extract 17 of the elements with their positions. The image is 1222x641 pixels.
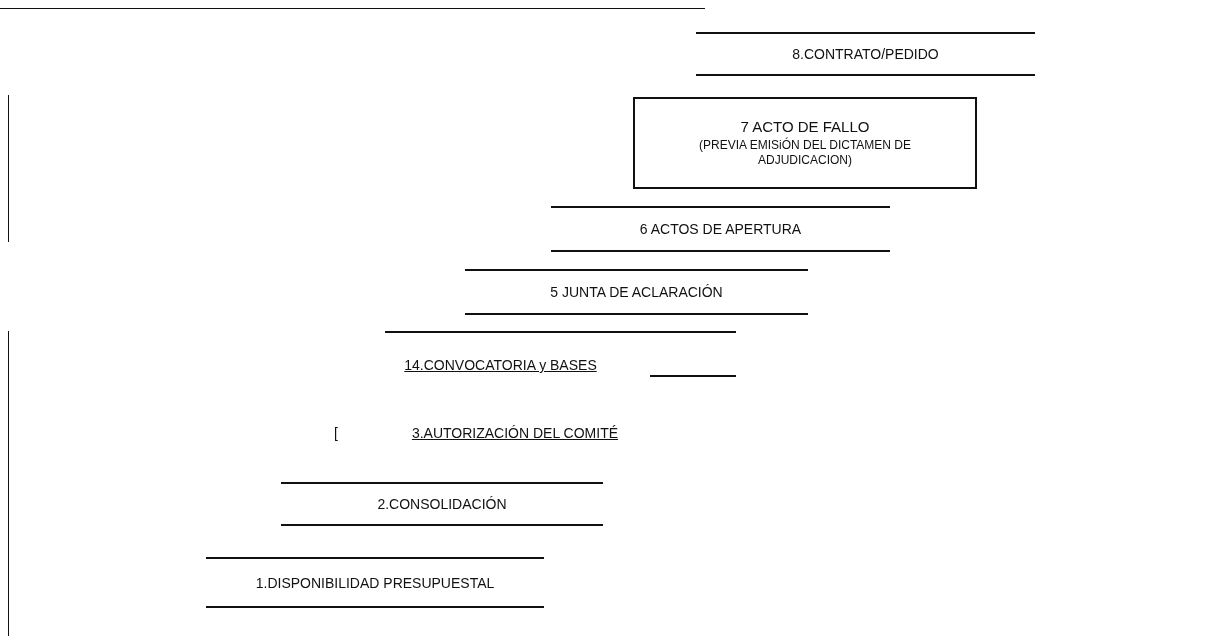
- step-title: 7 ACTO DE FALLO: [740, 118, 870, 135]
- step-band: [281, 482, 603, 526]
- step-title: 6 ACTOS DE APERTURA: [639, 221, 802, 237]
- step-band: [551, 206, 890, 252]
- step-band: [696, 32, 1035, 76]
- step-title: 8.CONTRATO/PEDIDO: [792, 46, 939, 62]
- step-band: [465, 269, 808, 315]
- step-title: 5 JUNTA DE ACLARACIÓN: [550, 284, 723, 300]
- step-band: [206, 557, 544, 608]
- step-box: [633, 97, 977, 189]
- step-title: 2.CONSOLIDACIÓN: [377, 496, 507, 512]
- step-title: 14.CONVOCATORIA y BASES: [404, 357, 597, 373]
- step-band: [385, 331, 736, 373]
- step-title: 1.DISPONIBILIDAD PRESUPUESTAL: [255, 574, 495, 591]
- step-note: (PREVIA EMISiÓN DEL DICTAMEN DE ADJUDICACION): [697, 138, 912, 168]
- step-title: 3.AUTORIZACIÓN DEL COMITÉ: [411, 425, 619, 441]
- bracket-mark: [: [334, 425, 338, 441]
